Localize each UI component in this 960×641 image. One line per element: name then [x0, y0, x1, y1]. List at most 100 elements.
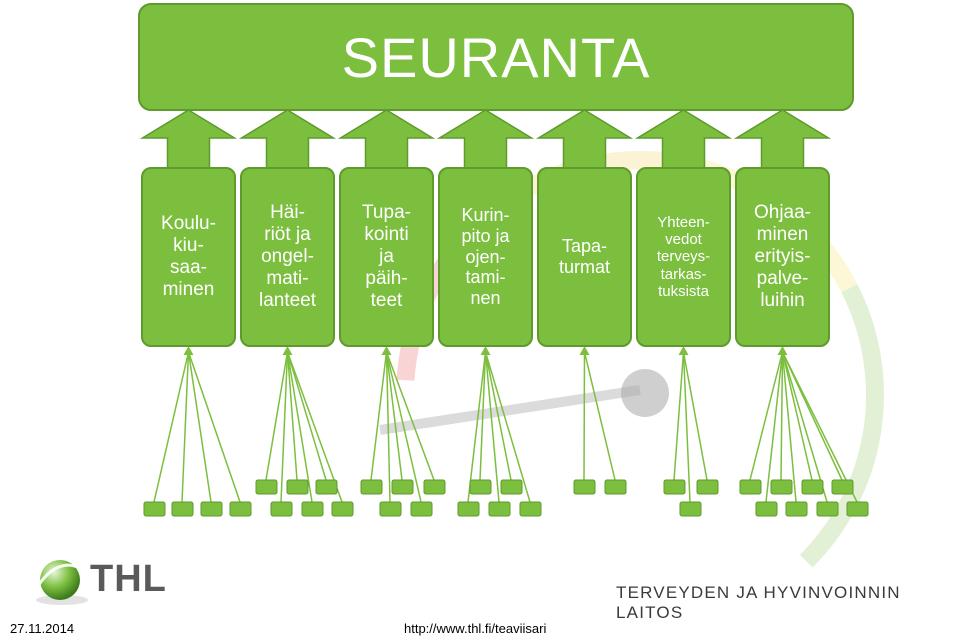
- diagram-title: SEURANTA: [341, 25, 651, 89]
- connector-line: [781, 351, 828, 503]
- title-box: [138, 3, 854, 111]
- connector-line: [484, 351, 531, 503]
- connector-line: [467, 351, 487, 503]
- connector-line: [265, 351, 289, 481]
- gauge-hub: [621, 369, 669, 417]
- gauge-needle: [379, 385, 641, 435]
- connector-line: [781, 351, 797, 503]
- leaf-box: [331, 501, 354, 517]
- leaf-box: [423, 479, 446, 495]
- leaf-box: [846, 501, 869, 517]
- category-box: [537, 167, 632, 347]
- connector-line: [682, 351, 708, 481]
- leaf-box: [604, 479, 627, 495]
- connector-line: [781, 351, 813, 481]
- category-label: Häi- riöt ja ongel- mati- lanteet: [258, 202, 317, 311]
- connector-line: [153, 351, 190, 503]
- connector-line: [187, 351, 241, 503]
- category-box: [735, 167, 830, 347]
- connector-arrowhead: [579, 346, 590, 355]
- leaf-box: [391, 479, 414, 495]
- category-label: Yhteen- vedot terveys- tarkas- tuksista: [656, 213, 711, 300]
- leaf-box: [831, 479, 854, 495]
- leaf-box: [663, 479, 686, 495]
- leaf-box: [379, 501, 402, 517]
- category-label: Tapa- turmat: [558, 236, 610, 277]
- connector-line: [780, 351, 784, 481]
- leaf-box: [573, 479, 596, 495]
- gauge-arc: [799, 284, 884, 568]
- organization-name: TERVEYDEN JA HYVINVOINNIN LAITOS: [616, 583, 901, 622]
- connector-line: [385, 351, 435, 481]
- leaf-box: [755, 501, 778, 517]
- connector-line: [181, 351, 190, 503]
- connector-line: [781, 351, 858, 503]
- connector-line: [479, 351, 487, 481]
- leaf-box: [229, 501, 252, 517]
- connector-line: [673, 351, 685, 481]
- leaf-box: [143, 501, 166, 517]
- connector-line: [583, 351, 616, 481]
- leaf-box: [457, 501, 480, 517]
- category-label: Kurin- pito ja ojen- tami- nen: [461, 205, 510, 309]
- connector-line: [682, 351, 691, 503]
- category-label: Tupa- kointi ja päih- teet: [362, 202, 411, 311]
- connector-lines: [153, 346, 858, 503]
- connector-line: [187, 351, 212, 503]
- leaf-box: [286, 479, 309, 495]
- connector-line: [385, 351, 422, 503]
- category-label: Koulu- kiu- saa- minen: [161, 213, 216, 300]
- connector-line: [385, 351, 391, 503]
- leaf-box: [519, 501, 542, 517]
- category-boxes: [138, 3, 854, 347]
- connector-line: [286, 351, 327, 481]
- up-arrow: [436, 109, 535, 175]
- connector-line: [749, 351, 784, 481]
- arrows: [139, 109, 832, 175]
- leaf-boxes: [143, 479, 869, 517]
- connector-line: [583, 351, 586, 481]
- leaf-box: [679, 501, 702, 517]
- logo-text: THL: [90, 558, 167, 600]
- connector-line: [280, 351, 289, 503]
- leaf-box: [360, 479, 383, 495]
- source-url: http://www.thl.fi/teaviisari: [404, 621, 547, 636]
- connector-line: [286, 351, 343, 503]
- leaf-box: [739, 479, 762, 495]
- slide-date: 27.11.2014: [10, 621, 75, 636]
- leaf-box: [770, 479, 793, 495]
- leaf-box: [410, 501, 433, 517]
- connector-arrowhead: [777, 346, 788, 355]
- connector-arrowhead: [183, 346, 194, 355]
- up-arrow: [139, 109, 238, 175]
- connector-line: [484, 351, 512, 481]
- up-arrow: [337, 109, 436, 175]
- logo-swoosh: [36, 563, 86, 587]
- leaf-box: [469, 479, 492, 495]
- leaf-box: [270, 501, 293, 517]
- leaf-box: [200, 501, 223, 517]
- leaf-box: [696, 479, 719, 495]
- logo-shadow: [36, 595, 88, 605]
- category-label: Ohjaa- minen erityis- palve- luihin: [753, 202, 812, 311]
- category-box: [438, 167, 533, 347]
- connector-arrowhead: [282, 346, 293, 355]
- connector-line: [286, 351, 298, 481]
- leaf-box: [301, 501, 324, 517]
- connector-line: [484, 351, 500, 503]
- category-box: [636, 167, 731, 347]
- connector-arrowhead: [381, 346, 392, 355]
- leaf-box: [255, 479, 278, 495]
- leaf-box: [816, 501, 839, 517]
- leaf-box: [785, 501, 808, 517]
- leaf-box: [500, 479, 523, 495]
- connector-arrowhead: [480, 346, 491, 355]
- leaf-box: [315, 479, 338, 495]
- leaf-box: [488, 501, 511, 517]
- category-box: [240, 167, 335, 347]
- leaf-box: [171, 501, 194, 517]
- leaf-box: [801, 479, 824, 495]
- connector-line: [385, 351, 403, 481]
